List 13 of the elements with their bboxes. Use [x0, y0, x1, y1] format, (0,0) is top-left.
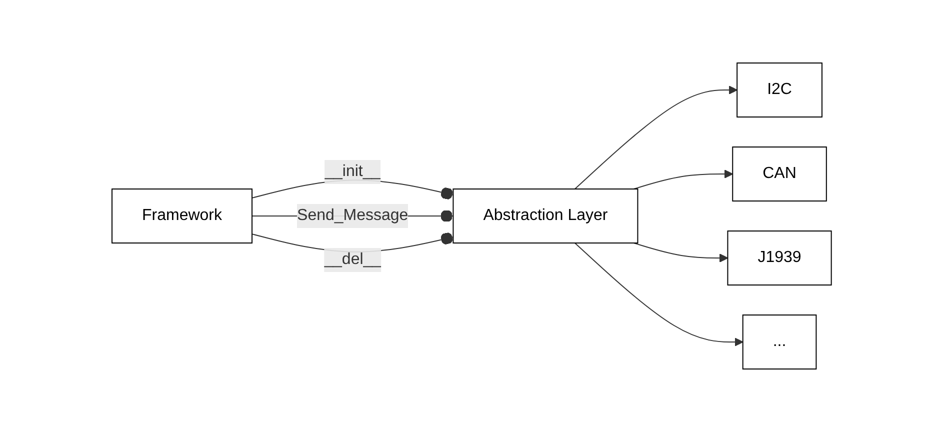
node-box: J1939 — [727, 230, 832, 286]
node-box: ... — [742, 314, 817, 370]
arrow — [633, 170, 733, 190]
arrow — [574, 86, 738, 190]
arrow — [574, 242, 744, 346]
node-box: CAN — [732, 146, 827, 202]
edge-label: __del__ — [324, 251, 381, 268]
node-box: Abstraction Layer — [452, 188, 638, 244]
node-box: Framework — [111, 188, 252, 244]
arrow — [633, 242, 728, 262]
node-box: I2C — [736, 62, 822, 118]
edge-label: __init__ — [324, 163, 380, 180]
edge-label: Send_Message — [296, 207, 408, 224]
